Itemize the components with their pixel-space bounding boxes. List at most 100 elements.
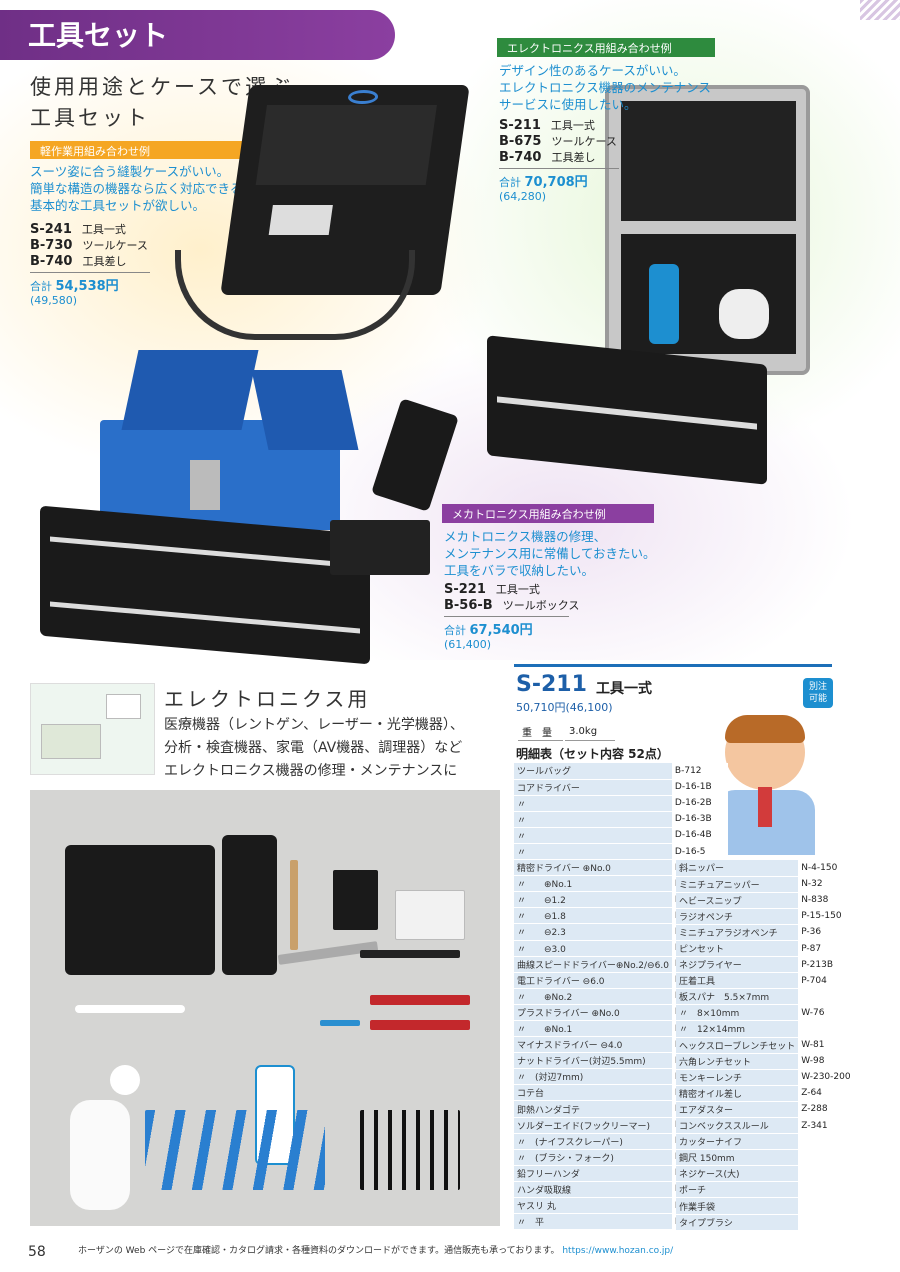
roll-band [50,601,360,634]
tool-card-image [268,205,333,235]
electronics-tag: エレクトロニクス用組み合わせ例 [497,38,715,57]
medical-equipment-illustration [30,683,155,775]
part-name: 〃 (対辺7mm) [514,1068,672,1086]
parts-list-title: 明細表（セット内容 52点） [516,747,669,761]
footer-text: ホーザンの Web ページで在庫確認・カタログ請求・各種資料のダウンロードができ… [78,1243,673,1256]
part-code [798,1020,854,1038]
body-line: 医療機器（レントゲン、レーザー・光学機器）、 [164,717,464,733]
roll-band [497,396,757,430]
spray-can-image [649,264,679,344]
part-code: P-87 [798,940,854,958]
total-sub: (61,400) [444,638,492,651]
part-name: 〃 ⊖2.3 [514,923,672,941]
spec-code: S-221 [444,582,486,597]
part-name: ラジオペンチ [676,908,799,925]
blue-toolbox-image [90,330,380,530]
total-value: 54,538円 [55,279,119,294]
part-name: ミニチュアラジオペンチ [676,924,799,941]
table-row: 〃D-16-2B [514,795,729,812]
device-image [41,724,101,759]
spec-code: B-56-B [444,598,493,613]
toolbox-latch [190,460,220,510]
desc-line: メンテナンス用に常備しておきたい。 [444,546,656,561]
part-name: ツールバッグ [514,763,672,780]
badge-line: 可能 [808,694,827,704]
part-name: 〃 [514,795,672,812]
part-code: Z-288 [798,1101,854,1119]
page-number: 58 [28,1244,46,1260]
weight-label: 重 量 [518,723,563,741]
part-code: W-98 [798,1053,854,1070]
part-code: P-36 [798,924,854,941]
part-code [798,1133,854,1151]
page-title: 工具セット [28,19,169,52]
desc-line: デザイン性のあるケースがいい。 [499,63,686,78]
spec-label: 工具一式 [550,119,595,132]
brush-image [290,860,298,950]
table-row: 〃 12×14mm [676,1020,854,1038]
product-header-rule [514,664,832,667]
part-name: 〃 ⊕No.1 [514,875,672,893]
part-name: 〃 [514,827,672,844]
table-row: 鋼尺 150mm [676,1149,854,1167]
spec-label: ツールボックス [502,599,580,612]
part-name: ポーチ [676,1181,799,1199]
part-code: N-32 [798,876,854,893]
total-label: 合計 [444,624,466,637]
tool-bag-image [65,845,215,975]
part-name: 〃 8×10mm [676,1004,799,1022]
total-value: 67,540円 [469,623,533,638]
desc-line: エレクトロニクス機器のメンテナンス [499,80,711,95]
mechatronics-tag: メカトロニクス用組み合わせ例 [442,504,654,523]
table-row: タイプブラシ [676,1214,854,1231]
part-code: Z-64 [798,1085,854,1102]
mascot-illustration [700,715,830,855]
screw-case-image [395,890,465,940]
aluminium-case-image [605,85,810,375]
body-line: 分析・検査機器、家電（AV機器、調理器）など [164,740,463,756]
part-name: モンキーレンチ [676,1069,799,1086]
precision-driver-set-image [330,520,430,575]
part-code [798,1149,854,1167]
table-row: 〃D-16-4B [514,827,729,844]
case-base-interior [621,234,796,354]
part-code: B-712 [671,763,729,780]
part-name: エアダスター [676,1101,799,1119]
case-lid-interior [621,101,796,221]
total-label: 合計 [499,176,521,189]
part-code: D-16-5 [671,843,729,861]
toolbox-tray-left [121,350,259,430]
total-sub: (49,580) [30,294,78,307]
table-row: ネジケース(大) [676,1165,854,1183]
part-name: 精密オイル差し [676,1085,799,1102]
glove-image [70,1100,130,1210]
part-name: 圧着工具 [676,972,799,990]
part-name: 精密ドライバー ⊕No.0 [514,859,672,877]
glove-image [719,289,769,339]
part-code: W-81 [798,1037,854,1054]
part-name: 六角レンチセット [676,1053,799,1070]
part-code: W-230-200 [798,1069,854,1086]
headline-line: 工具セット [30,106,150,130]
spec-code: S-241 [30,222,72,237]
part-code: N-4-150 [798,860,854,877]
part-name: 作業手袋 [676,1197,799,1215]
monitor-image [106,694,141,719]
desc-line: 工具をバラで収納したい。 [444,563,595,578]
pouch-image [222,835,277,975]
files-image [360,1110,460,1190]
badge-line: 別注 [808,682,827,692]
total-value: 70,708円 [524,175,588,190]
part-code [798,1165,854,1183]
headline-line: 使用用途とケースで選ぶ [30,75,293,99]
footer-link[interactable]: https://www.hozan.co.jp/ [562,1246,674,1256]
part-name: カッターナイフ [676,1133,799,1151]
spec-label: ツールケース [551,135,617,148]
part-name: 板スパナ 5.5×7mm [676,988,799,1006]
part-name: 鉛フリーハンダ [514,1165,672,1182]
